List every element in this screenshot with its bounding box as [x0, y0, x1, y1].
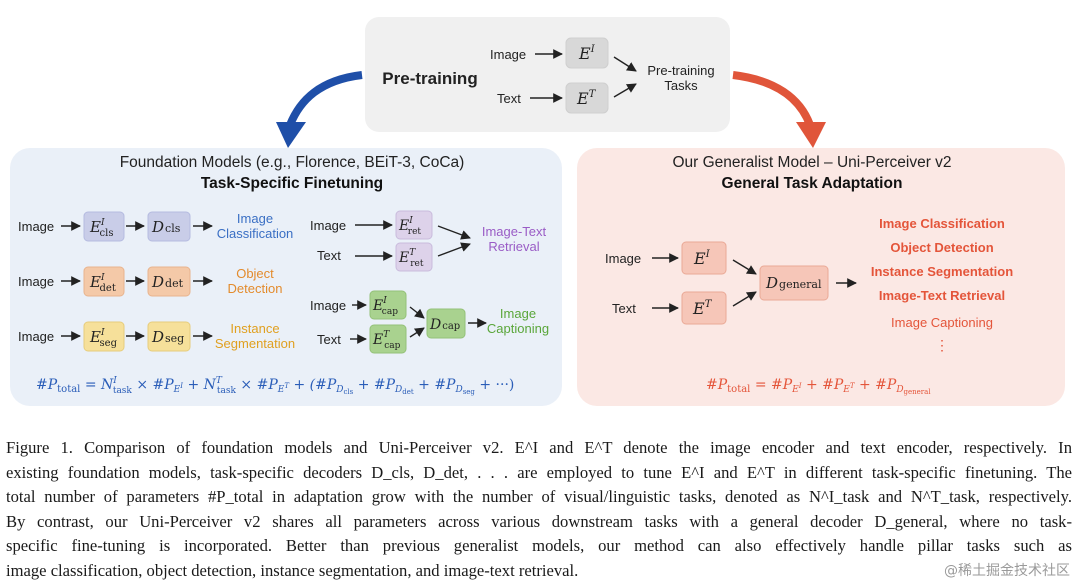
svg-text:Captioning: Captioning: [487, 321, 549, 336]
pretraining-image-encoder: [565, 37, 609, 69]
left-panel-title: Foundation Models (e.g., Florence, BEiT-…: [120, 154, 465, 171]
pretraining-tasks-label: Pre-training: [647, 63, 714, 78]
general-image-encoder: [681, 241, 727, 275]
svg-text:ET: ET: [692, 299, 713, 318]
svg-text:Image-Text: Image-Text: [482, 224, 547, 239]
cls-decoder: [147, 211, 191, 242]
svg-text:EI: EI: [578, 44, 596, 63]
task-object-detection: Object Detection: [890, 240, 993, 255]
right-formula: #Ptotal = #PEI + #PET + #PDgeneral: [706, 377, 931, 396]
svg-text:Dcls: Dcls: [151, 218, 181, 236]
caption-line: existing foundation models, task-specifi…: [6, 462, 1072, 482]
det-encoder: [83, 266, 125, 297]
svg-text:Image: Image: [500, 306, 536, 321]
svg-text:Image: Image: [18, 329, 54, 344]
caption-line: image classification, object detection, …: [6, 560, 579, 580]
svg-text:Image: Image: [237, 211, 273, 226]
task-more: ⋮: [935, 337, 949, 353]
pretraining-title: Pre-training: [382, 69, 477, 88]
svg-text:Retrieval: Retrieval: [488, 239, 539, 254]
svg-text:Classification: Classification: [217, 226, 294, 241]
left-panel: Foundation Models (e.g., Florence, BEiT-…: [10, 148, 562, 406]
svg-text:Object: Object: [236, 266, 274, 281]
pretraining-text-label: Text: [497, 91, 521, 106]
caption-line: Figure 1. Comparison of foundation model…: [6, 438, 1072, 457]
right-panel: Our Generalist Model – Uni-Perceiver v2 …: [577, 148, 1065, 406]
caption-line: total number of parameters #P_total in a…: [6, 487, 1072, 507]
svg-text:Ddet: Ddet: [151, 273, 184, 291]
task-instance-segmentation: Instance Segmentation: [871, 264, 1013, 279]
svg-text:Image: Image: [310, 298, 346, 313]
left-panel-subtitle: Task-Specific Finetuning: [201, 175, 383, 192]
right-panel-title: Our Generalist Model – Uni-Perceiver v2: [672, 154, 951, 171]
svg-text:Image: Image: [310, 218, 346, 233]
pretraining-panel: Pre-training Image Text EI ET Pre-traini…: [365, 17, 730, 132]
general-text-encoder: [681, 291, 727, 325]
task-image-classification: Image Classification: [879, 216, 1005, 231]
svg-text:Image: Image: [18, 219, 54, 234]
svg-text:Segmentation: Segmentation: [215, 336, 295, 351]
red-curved-arrow: [732, 71, 814, 127]
cls-encoder: [83, 211, 125, 242]
blue-curved-arrow: [286, 71, 363, 127]
task-image-captioning: Image Captioning: [891, 315, 993, 330]
task-image-text-retrieval: Image-Text Retrieval: [879, 288, 1005, 303]
pretraining-image-label: Image: [490, 47, 526, 62]
seg-encoder: [83, 321, 125, 352]
cap-text-encoder: [369, 324, 407, 354]
svg-text:Image: Image: [18, 274, 54, 289]
cap-decoder: [426, 308, 466, 339]
svg-text:ET: ET: [576, 89, 597, 108]
svg-text:Dgeneral: Dgeneral: [765, 274, 822, 292]
figure-diagram: Pre-training Image Text EI ET Pre-traini…: [10, 17, 1065, 406]
svg-text:Image: Image: [605, 251, 641, 266]
figure-caption: Figure 1. Comparison of foundation model…: [6, 436, 1072, 584]
svg-text:Text: Text: [612, 301, 636, 316]
caption-line: specific fine-tuning is incorporated. Be…: [6, 536, 1072, 556]
seg-decoder: [147, 321, 191, 352]
watermark: @稀土掘金技术社区: [944, 563, 1070, 579]
right-panel-subtitle: General Task Adaptation: [722, 175, 903, 192]
svg-text:Text: Text: [317, 248, 341, 263]
svg-text:Dcap: Dcap: [429, 317, 460, 333]
svg-text:Detection: Detection: [228, 281, 283, 296]
svg-text:Tasks: Tasks: [664, 78, 698, 93]
svg-text:Dseg: Dseg: [151, 328, 184, 346]
cap-image-encoder: [369, 290, 407, 320]
pretraining-text-encoder: [565, 82, 609, 114]
caption-line: By contrast, our Uni-Perceiver v2 shares…: [6, 511, 1072, 531]
ret-text-encoder: [395, 242, 433, 272]
ret-image-encoder: [395, 210, 433, 240]
svg-text:Text: Text: [317, 332, 341, 347]
svg-text:Instance: Instance: [230, 321, 279, 336]
general-decoder: [759, 265, 829, 301]
det-decoder: [147, 266, 191, 297]
svg-text:EI: EI: [693, 249, 711, 268]
